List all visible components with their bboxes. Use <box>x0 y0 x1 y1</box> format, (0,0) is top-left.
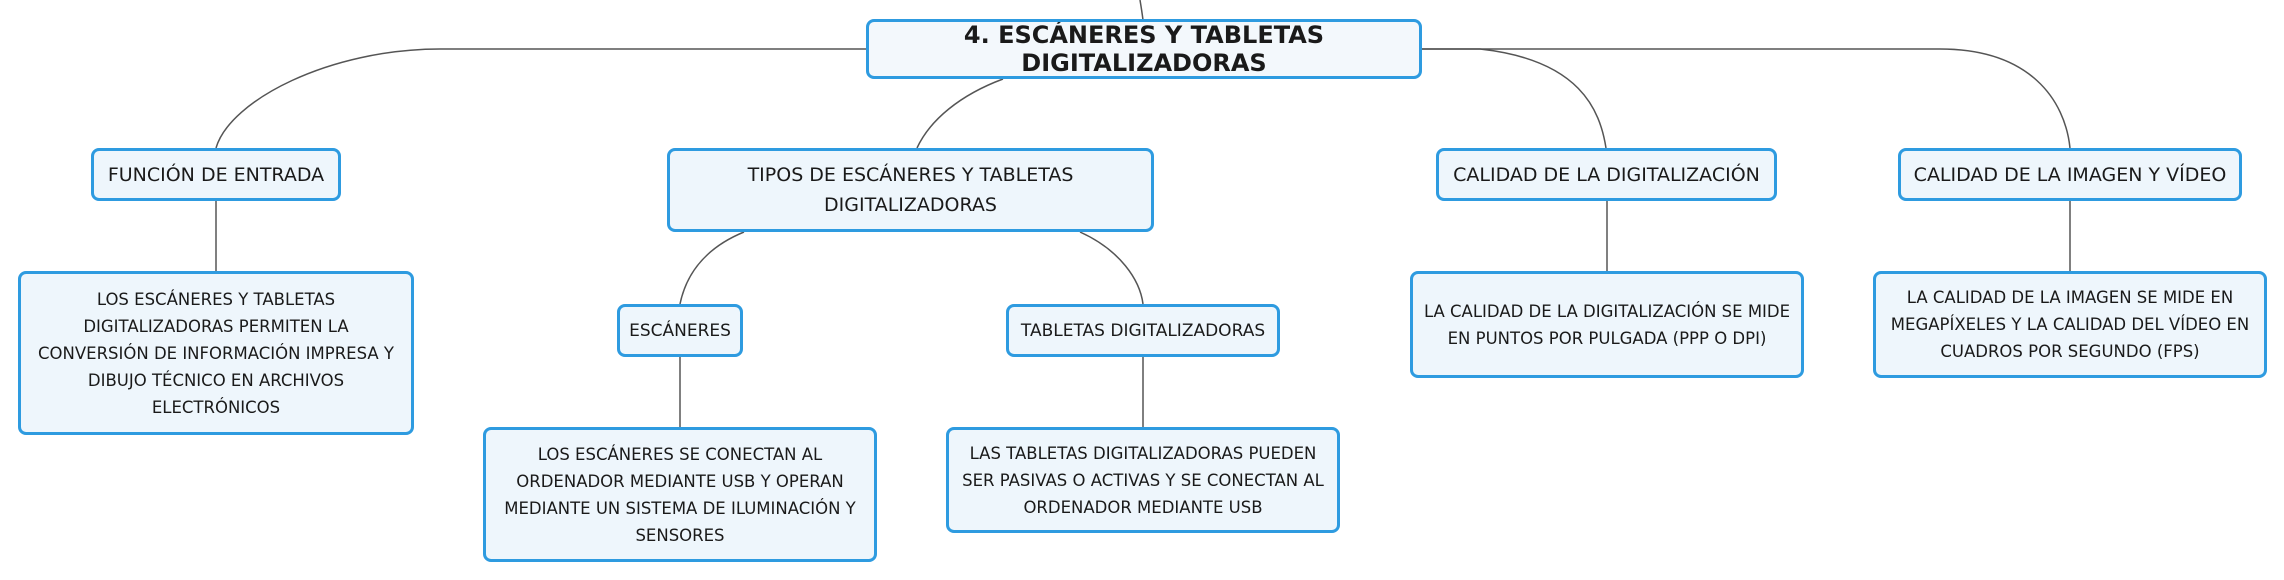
topic-label: CALIDAD DE LA DIGITALIZACIÓN <box>1453 163 1760 186</box>
topic-calidad-imagen[interactable]: CALIDAD DE LA IMAGEN Y VÍDEO <box>1898 148 2242 201</box>
detail-tabletas[interactable]: LAS TABLETAS DIGITALIZADORAS PUEDEN SER … <box>946 427 1340 533</box>
detail-text: LAS TABLETAS DIGITALIZADORAS PUEDEN SER … <box>962 443 1324 517</box>
topic-funcion-entrada[interactable]: FUNCIÓN DE ENTRADA <box>91 148 341 201</box>
detail-text: LOS ESCÁNERES SE CONECTAN AL ORDENADOR M… <box>504 444 856 545</box>
connector-line <box>1079 231 1144 305</box>
topic-label: TIPOS DE ESCÁNERES Y TABLETAS DIGITALIZA… <box>747 164 1074 216</box>
detail-funcion-entrada[interactable]: LOS ESCÁNERES Y TABLETAS DIGITALIZADORAS… <box>18 271 414 435</box>
subtopic-escaneres[interactable]: ESCÁNERES <box>617 304 743 357</box>
detail-text: LA CALIDAD DE LA DIGITALIZACIÓN SE MIDE … <box>1423 301 1791 348</box>
connector-line <box>679 231 745 305</box>
topic-label: FUNCIÓN DE ENTRADA <box>107 163 325 186</box>
detail-calidad-imagen[interactable]: LA CALIDAD DE LA IMAGEN SE MIDE EN MEGAP… <box>1873 271 2267 378</box>
connector-line <box>215 48 866 149</box>
detail-calidad-digitalizacion[interactable]: LA CALIDAD DE LA DIGITALIZACIÓN SE MIDE … <box>1410 271 1804 378</box>
subtopic-label: TABLETAS DIGITALIZADORAS <box>1020 320 1266 341</box>
topic-calidad-digitalizacion[interactable]: CALIDAD DE LA DIGITALIZACIÓN <box>1436 148 1777 201</box>
connector-line <box>916 78 1004 149</box>
detail-text: LOS ESCÁNERES Y TABLETAS DIGITALIZADORAS… <box>38 289 394 417</box>
connector-line <box>1422 48 2071 149</box>
connector-line <box>1139 0 1144 21</box>
detail-text: LA CALIDAD DE LA IMAGEN SE MIDE EN MEGAP… <box>1890 288 2250 361</box>
topic-tipos[interactable]: TIPOS DE ESCÁNERES Y TABLETAS DIGITALIZA… <box>667 148 1154 232</box>
topic-label: CALIDAD DE LA IMAGEN Y VÍDEO <box>1913 163 2227 186</box>
connector-line <box>1422 48 1607 149</box>
detail-escaneres[interactable]: LOS ESCÁNERES SE CONECTAN AL ORDENADOR M… <box>483 427 877 562</box>
root-topic-label: 4. ESCÁNERES Y TABLETAS DIGITALIZADORAS <box>963 21 1325 77</box>
subtopic-tabletas[interactable]: TABLETAS DIGITALIZADORAS <box>1006 304 1280 357</box>
subtopic-label: ESCÁNERES <box>629 320 731 341</box>
root-topic[interactable]: 4. ESCÁNERES Y TABLETAS DIGITALIZADORAS <box>866 19 1422 79</box>
